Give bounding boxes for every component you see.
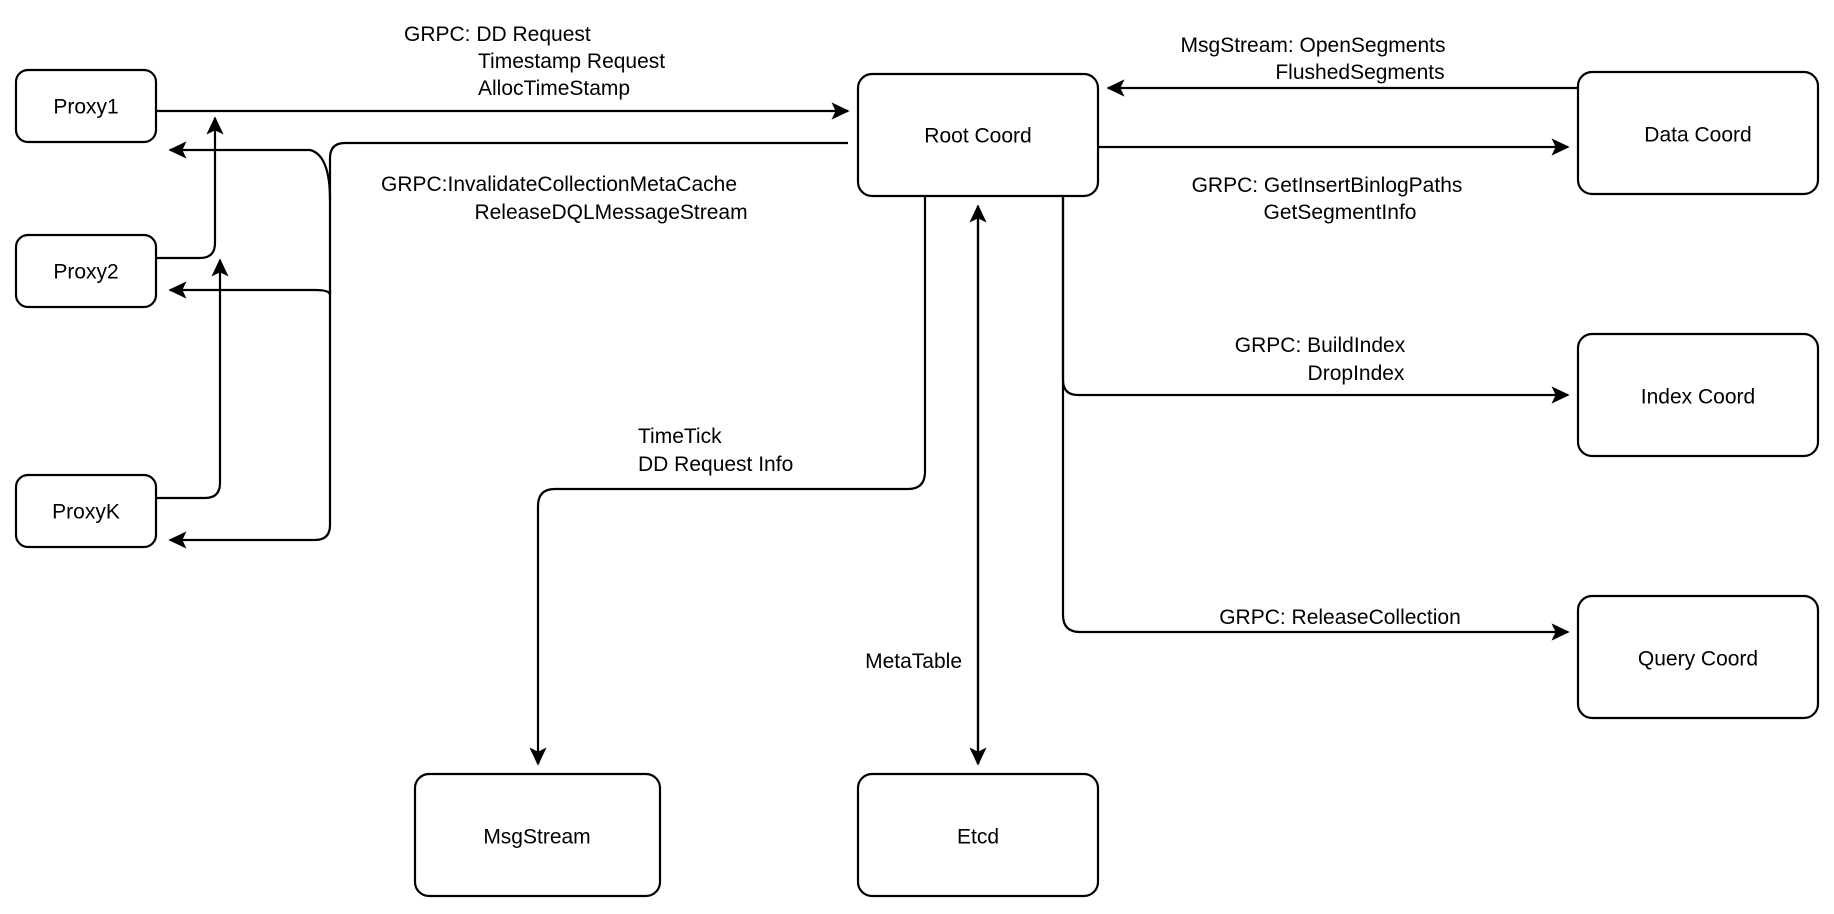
edge-rootcoord-to-proxies — [168, 141, 848, 549]
node-indexcoord-box[interactable] — [1576, 332, 1820, 458]
edge-label-line: MsgStream: OpenSegments — [1181, 34, 1446, 57]
edge-proxy2-riser — [156, 116, 224, 260]
node-proxy2-label: Proxy2 — [53, 261, 118, 284]
edge-label-rootcoord-to-datacoord: GRPC: GetInsertBinlogPaths GetSegmentInf… — [1192, 174, 1463, 224]
edge-rootcoord-to-querycoord — [1061, 196, 1570, 641]
edge-label-layer: GRPC: DD Request Timestamp Request Alloc… — [381, 23, 1462, 673]
edge-label-line: DropIndex — [1308, 362, 1405, 385]
node-proxy2[interactable]: Proxy2 — [14, 233, 158, 309]
node-rootcoord-box[interactable] — [856, 72, 1100, 198]
edge-rootcoord-to-msgstream — [529, 196, 927, 766]
node-proxyk-label: ProxyK — [52, 501, 120, 524]
node-indexcoord-label: Index Coord — [1641, 386, 1755, 409]
edge-label-rootcoord-to-proxies: GRPC:InvalidateCollectionMetaCache Relea… — [381, 173, 748, 224]
node-proxyk-box[interactable] — [14, 473, 158, 549]
edge-label-rootcoord-to-querycoord: GRPC: ReleaseCollection — [1219, 606, 1461, 629]
edge-label-line: GRPC: DD Request — [404, 23, 591, 46]
node-etcd[interactable]: Etcd — [856, 772, 1100, 898]
node-proxy1-label: Proxy1 — [53, 96, 118, 119]
node-querycoord-box[interactable] — [1576, 594, 1820, 720]
edge-label-line: GRPC: ReleaseCollection — [1219, 606, 1461, 629]
edge-layer — [156, 79, 1578, 766]
edge-label-line: DD Request Info — [638, 453, 793, 476]
edge-label-line: FlushedSegments — [1275, 61, 1444, 84]
node-indexcoord[interactable]: Index Coord — [1576, 332, 1820, 458]
edge-label-proxy-to-rootcoord: GRPC: DD Request Timestamp Request Alloc… — [404, 23, 665, 100]
edge-label-line: ReleaseDQLMessageStream — [474, 201, 747, 224]
node-proxy1-box[interactable] — [14, 68, 158, 144]
edge-label-line: AllocTimeStamp — [478, 77, 630, 100]
node-datacoord-box[interactable] — [1576, 70, 1820, 196]
node-proxyk[interactable]: ProxyK — [14, 473, 158, 549]
edge-label-line: Timestamp Request — [478, 50, 665, 73]
node-etcd-box[interactable] — [856, 772, 1100, 898]
node-msgstream-label: MsgStream — [483, 826, 590, 849]
node-querycoord[interactable]: Query Coord — [1576, 594, 1820, 720]
node-rootcoord[interactable]: Root Coord — [856, 72, 1100, 198]
node-datacoord[interactable]: Data Coord — [1576, 70, 1820, 196]
edge-label-line: TimeTick — [638, 425, 722, 448]
edge-label-line: GRPC: BuildIndex — [1235, 334, 1406, 357]
node-proxy1[interactable]: Proxy1 — [14, 68, 158, 144]
edge-label-datacoord-to-rootcoord: MsgStream: OpenSegments FlushedSegments — [1181, 34, 1446, 84]
edge-label-rootcoord-etcd: MetaTable — [865, 650, 962, 673]
edge-label-rootcoord-to-msgstream: TimeTick DD Request Info — [638, 425, 793, 476]
node-etcd-label: Etcd — [957, 826, 999, 849]
edge-label-line: GRPC: GetInsertBinlogPaths — [1192, 174, 1463, 197]
node-proxy2-box[interactable] — [14, 233, 158, 309]
edge-label-line: GetSegmentInfo — [1264, 201, 1417, 224]
node-querycoord-label: Query Coord — [1638, 648, 1758, 671]
edge-label-line: GRPC:InvalidateCollectionMetaCache — [381, 173, 737, 196]
node-msgstream[interactable]: MsgStream — [413, 772, 662, 898]
edge-label-line: MetaTable — [865, 650, 962, 673]
node-msgstream-box[interactable] — [413, 772, 662, 898]
node-layer: Proxy1 Proxy2 ProxyK Root Coord Data Coo… — [14, 68, 1820, 898]
node-datacoord-label: Data Coord — [1644, 124, 1751, 147]
edge-label-rootcoord-to-indexcoord: GRPC: BuildIndex DropIndex — [1235, 334, 1406, 385]
node-rootcoord-label: Root Coord — [924, 125, 1031, 148]
edge-proxyk-riser — [156, 258, 229, 500]
